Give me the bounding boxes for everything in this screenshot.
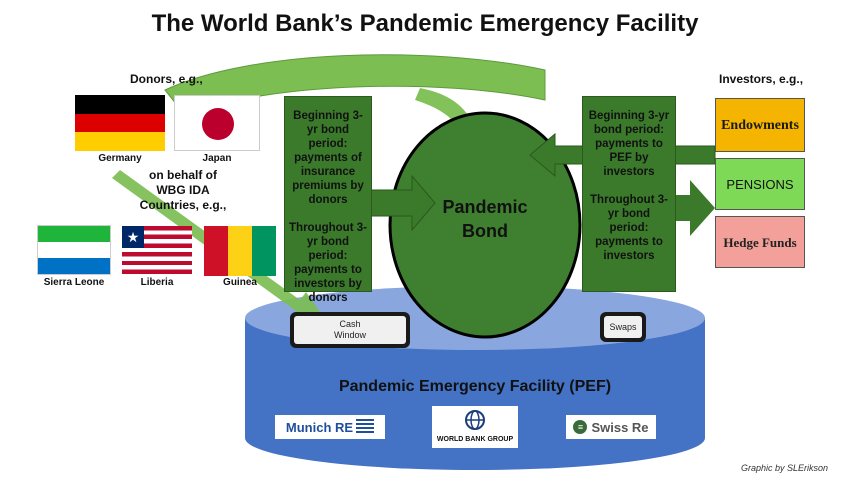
- pandemic-bond-label: Pandemic Bond: [400, 195, 570, 243]
- top-curved-arrow: [164, 54, 546, 116]
- swaps-device: Swaps: [600, 312, 646, 342]
- germany-label: Germany: [98, 153, 142, 164]
- swiss-re-mark-icon: ≡: [573, 420, 588, 434]
- pef-title: Pandemic Emergency Facility (PEF): [338, 378, 612, 395]
- munich-re-mark-icon: [356, 419, 375, 435]
- cash-window-line-1: Cash: [339, 319, 361, 329]
- japan-label: Japan: [202, 153, 232, 164]
- investor-payments-box: Beginning 3-yr bond period: payments to …: [582, 96, 676, 292]
- world-bank-text: WORLD BANK GROUP: [436, 436, 514, 443]
- investors-heading: Investors, e.g.,: [719, 72, 804, 86]
- donor-payments-para-2: Throughout 3-yr bond period: payments to…: [289, 222, 367, 304]
- donor-payments-para-1: Beginning 3-yr bond period: payments of …: [292, 110, 364, 206]
- sierra-leone-flag: [37, 225, 111, 275]
- pandemic-bond-line-2: Bond: [462, 221, 508, 241]
- arrow-to-investors: [675, 180, 715, 236]
- cash-window-device: Cash Window: [290, 312, 410, 348]
- munich-re-text: Munich RE: [285, 419, 354, 435]
- world-bank-logo: WORLD BANK GROUP: [432, 406, 518, 448]
- behalf-line-1: on behalf of: [149, 168, 217, 182]
- guinea-flag: [204, 226, 276, 276]
- guinea-label: Guinea: [223, 277, 257, 288]
- munich-re-logo: Munich RE: [275, 415, 385, 439]
- graphic-credit: Graphic by SLErikson: [740, 463, 828, 473]
- donor-payments-box: Beginning 3-yr bond period: payments of …: [284, 96, 372, 304]
- investor-payments-para-1: Beginning 3-yr bond period: payments to …: [588, 110, 670, 178]
- behalf-text: on behalf of WBG IDA Countries, e.g.,: [128, 168, 238, 213]
- cash-window-screen: Cash Window: [294, 316, 406, 344]
- liberia-flag: ★: [122, 226, 192, 274]
- swiss-re-text: Swiss Re: [591, 419, 649, 435]
- germany-flag: [75, 95, 165, 151]
- cash-window-line-2: Window: [333, 330, 366, 340]
- japan-flag: [174, 95, 260, 151]
- pandemic-bond-line-1: Pandemic: [442, 197, 528, 217]
- hedge-funds-box: Hedge Funds: [715, 216, 805, 268]
- behalf-line-2: WBG IDA: [156, 183, 210, 197]
- behalf-line-3: Countries, e.g.,: [139, 198, 227, 212]
- swiss-re-logo: ≡ Swiss Re: [566, 415, 656, 439]
- liberia-label: Liberia: [140, 277, 174, 288]
- investor-payments-para-2: Throughout 3-yr bond period: payments to…: [590, 194, 668, 262]
- page-title: The World Bank’s Pandemic Emergency Faci…: [151, 10, 699, 37]
- swaps-screen: Swaps: [604, 316, 642, 338]
- sierra-leone-label: Sierra Leone: [43, 277, 105, 288]
- pensions-box: PENSIONS: [715, 158, 805, 210]
- pandemic-bond-ellipse: [388, 111, 582, 339]
- swaps-label: Swaps: [609, 321, 637, 332]
- globe-icon: [465, 410, 485, 430]
- donors-heading: Donors, e.g.,: [130, 72, 203, 86]
- endowments-box: Endowments: [715, 98, 805, 152]
